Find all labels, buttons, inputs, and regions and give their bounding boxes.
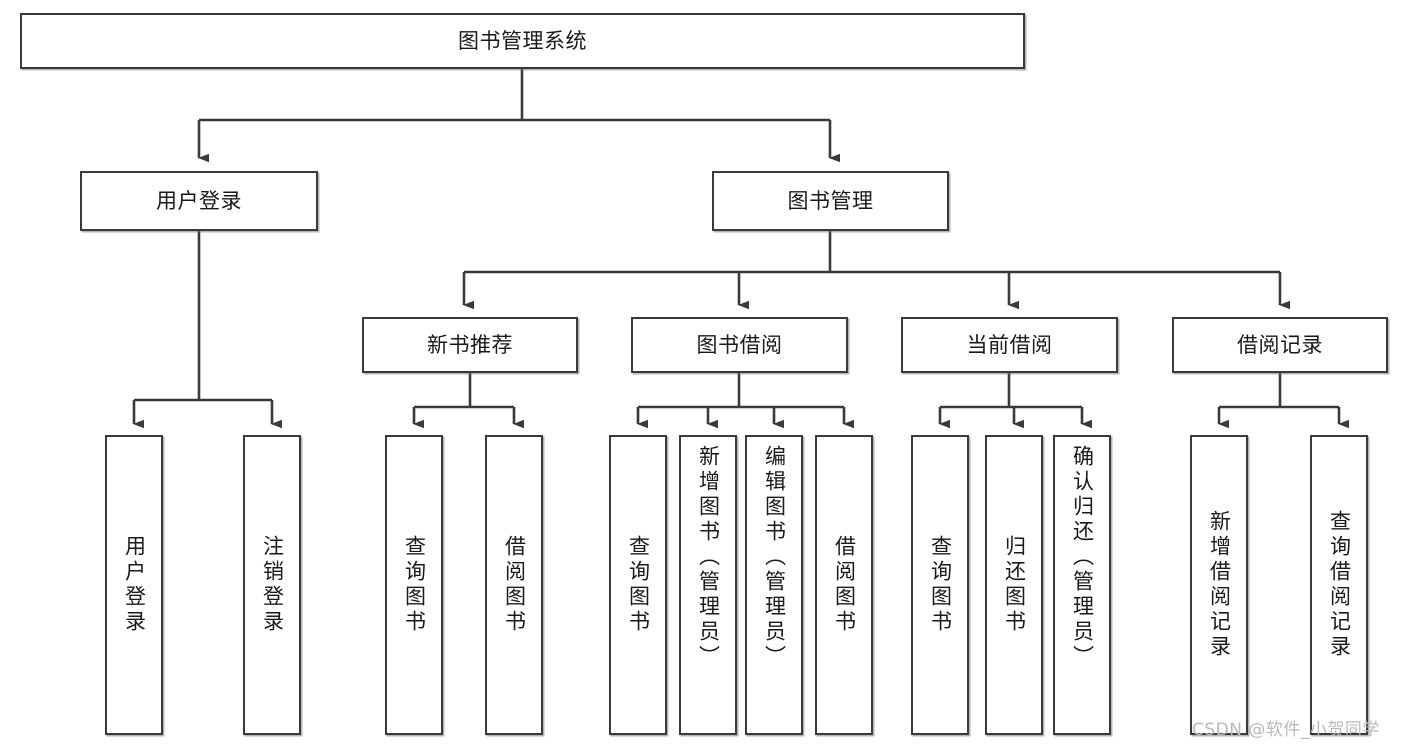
node-leaf-return-book-label: 归还图书 bbox=[1002, 535, 1027, 635]
node-leaf-add-book-admin[interactable]: 新增图书（管理员） bbox=[679, 435, 737, 735]
node-leaf-borrow-book-newbook-label: 借阅图书 bbox=[502, 535, 527, 635]
node-borrow-record[interactable]: 借阅记录 bbox=[1172, 317, 1388, 373]
node-root-book-management-system[interactable]: 图书管理系统 bbox=[20, 13, 1025, 69]
node-leaf-query-book-current-label: 查询图书 bbox=[928, 535, 953, 635]
node-leaf-add-borrow-record[interactable]: 新增借阅记录 bbox=[1190, 435, 1248, 735]
node-new-book-recommend[interactable]: 新书推荐 bbox=[362, 317, 578, 373]
node-leaf-return-book[interactable]: 归还图书 bbox=[985, 435, 1043, 735]
node-leaf-query-borrow-record[interactable]: 查询借阅记录 bbox=[1310, 435, 1368, 735]
node-user-login-label: 用户登录 bbox=[156, 188, 242, 213]
node-leaf-edit-book-admin[interactable]: 编辑图书（管理员） bbox=[745, 435, 803, 735]
node-leaf-query-book-newbook[interactable]: 查询图书 bbox=[385, 435, 443, 735]
node-leaf-add-book-admin-label: 新增图书（管理员） bbox=[696, 445, 721, 670]
node-leaf-borrow-book-newbook[interactable]: 借阅图书 bbox=[485, 435, 543, 735]
node-leaf-logout-label: 注销登录 bbox=[260, 535, 285, 635]
node-book-borrow[interactable]: 图书借阅 bbox=[631, 317, 848, 373]
node-leaf-user-login-label: 用户登录 bbox=[122, 535, 147, 635]
node-book-borrow-label: 图书借阅 bbox=[696, 332, 783, 357]
node-leaf-confirm-return-admin[interactable]: 确认归还（管理员） bbox=[1053, 435, 1111, 735]
node-user-login[interactable]: 用户登录 bbox=[80, 171, 318, 231]
node-leaf-query-book-current[interactable]: 查询图书 bbox=[911, 435, 969, 735]
node-leaf-query-book-borrow-label: 查询图书 bbox=[626, 535, 651, 635]
node-leaf-query-book-borrow[interactable]: 查询图书 bbox=[609, 435, 667, 735]
node-book-management-label: 图书管理 bbox=[787, 188, 874, 213]
node-leaf-query-book-newbook-label: 查询图书 bbox=[402, 535, 427, 635]
node-current-borrow[interactable]: 当前借阅 bbox=[901, 317, 1118, 373]
node-new-book-recommend-label: 新书推荐 bbox=[427, 332, 513, 357]
node-leaf-lend-book[interactable]: 借阅图书 bbox=[815, 435, 873, 735]
node-book-management[interactable]: 图书管理 bbox=[712, 171, 949, 231]
node-root-label: 图书管理系统 bbox=[458, 28, 587, 53]
node-leaf-edit-book-admin-label: 编辑图书（管理员） bbox=[762, 445, 787, 670]
node-leaf-user-login[interactable]: 用户登录 bbox=[105, 435, 163, 735]
node-current-borrow-label: 当前借阅 bbox=[966, 332, 1053, 357]
node-leaf-confirm-return-admin-label: 确认归还（管理员） bbox=[1070, 445, 1095, 670]
node-leaf-add-borrow-record-label: 新增借阅记录 bbox=[1207, 510, 1232, 660]
node-leaf-query-borrow-record-label: 查询借阅记录 bbox=[1327, 510, 1352, 660]
node-borrow-record-label: 借阅记录 bbox=[1237, 332, 1323, 357]
node-leaf-lend-book-label: 借阅图书 bbox=[832, 535, 857, 635]
node-leaf-logout[interactable]: 注销登录 bbox=[243, 435, 301, 735]
